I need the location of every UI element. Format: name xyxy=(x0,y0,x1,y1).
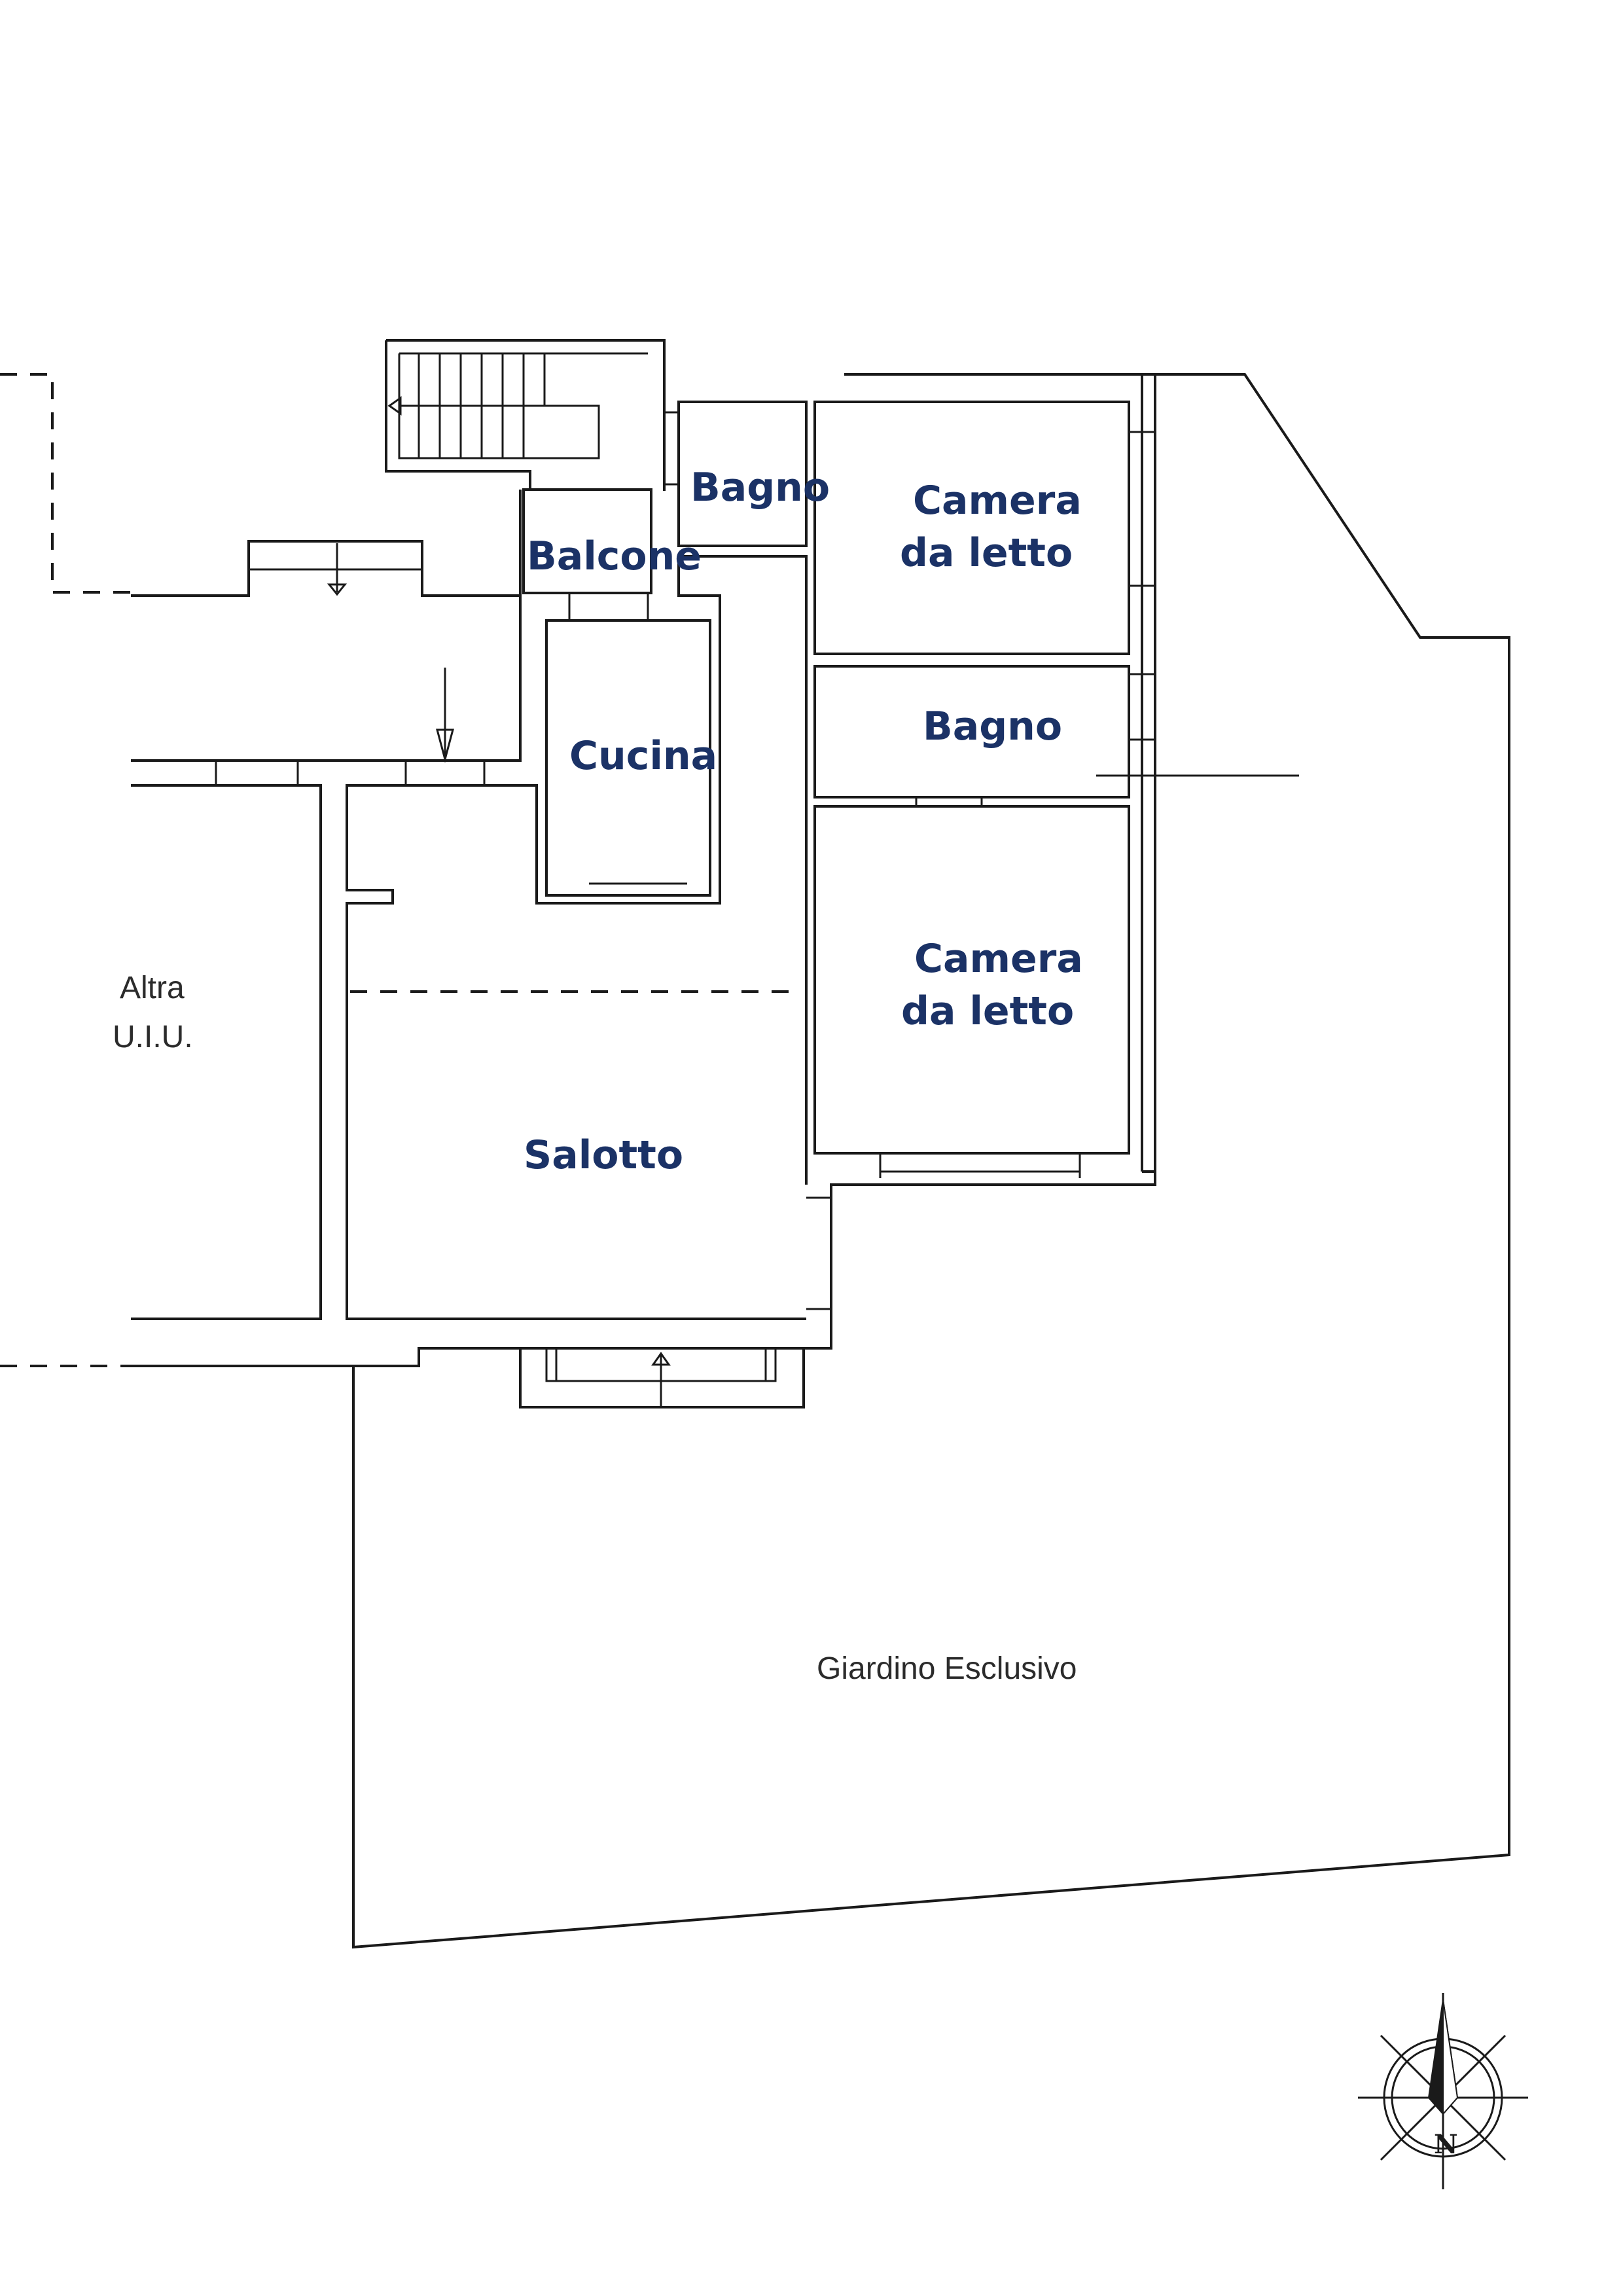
label-other-unit-line2: U.I.U. xyxy=(113,1020,193,1054)
neighbour-boundary xyxy=(0,373,131,1367)
label-camera-top-line2: da letto xyxy=(900,530,1073,576)
garden-boundary xyxy=(352,373,1510,1949)
terrace-north xyxy=(249,543,422,596)
entrance-arrow xyxy=(215,668,486,785)
room-camera-bottom xyxy=(813,805,1130,1178)
room-bagno-top xyxy=(664,401,808,547)
corridor-walls xyxy=(346,555,808,1320)
label-camera-bottom-line2: da letto xyxy=(901,988,1074,1034)
compass-north-letter: N xyxy=(1434,2129,1458,2160)
label-camera-top-line1: Camera xyxy=(913,478,1082,524)
room-bagno-mid xyxy=(813,665,1299,806)
label-cucina: Cucina xyxy=(569,733,717,779)
room-cucina xyxy=(545,593,711,897)
terrace-south xyxy=(519,1348,805,1408)
label-salotto: Salotto xyxy=(524,1132,683,1178)
label-other-unit-line1: Altra xyxy=(120,971,185,1005)
room-balcone xyxy=(522,488,652,594)
label-bagno-mid: Bagno xyxy=(923,704,1062,749)
label-bagno-top: Bagno xyxy=(690,465,830,511)
label-camera-bottom-line1: Camera xyxy=(914,936,1083,982)
compass-icon: N xyxy=(1358,1993,1528,2189)
room-camera-top xyxy=(813,401,1155,655)
stairs xyxy=(385,339,666,491)
building-walls xyxy=(131,374,1156,1367)
label-garden: Giardino Esclusivo xyxy=(817,1651,1077,1686)
room-salotto xyxy=(350,990,831,1310)
label-balcone: Balcone xyxy=(527,533,702,579)
